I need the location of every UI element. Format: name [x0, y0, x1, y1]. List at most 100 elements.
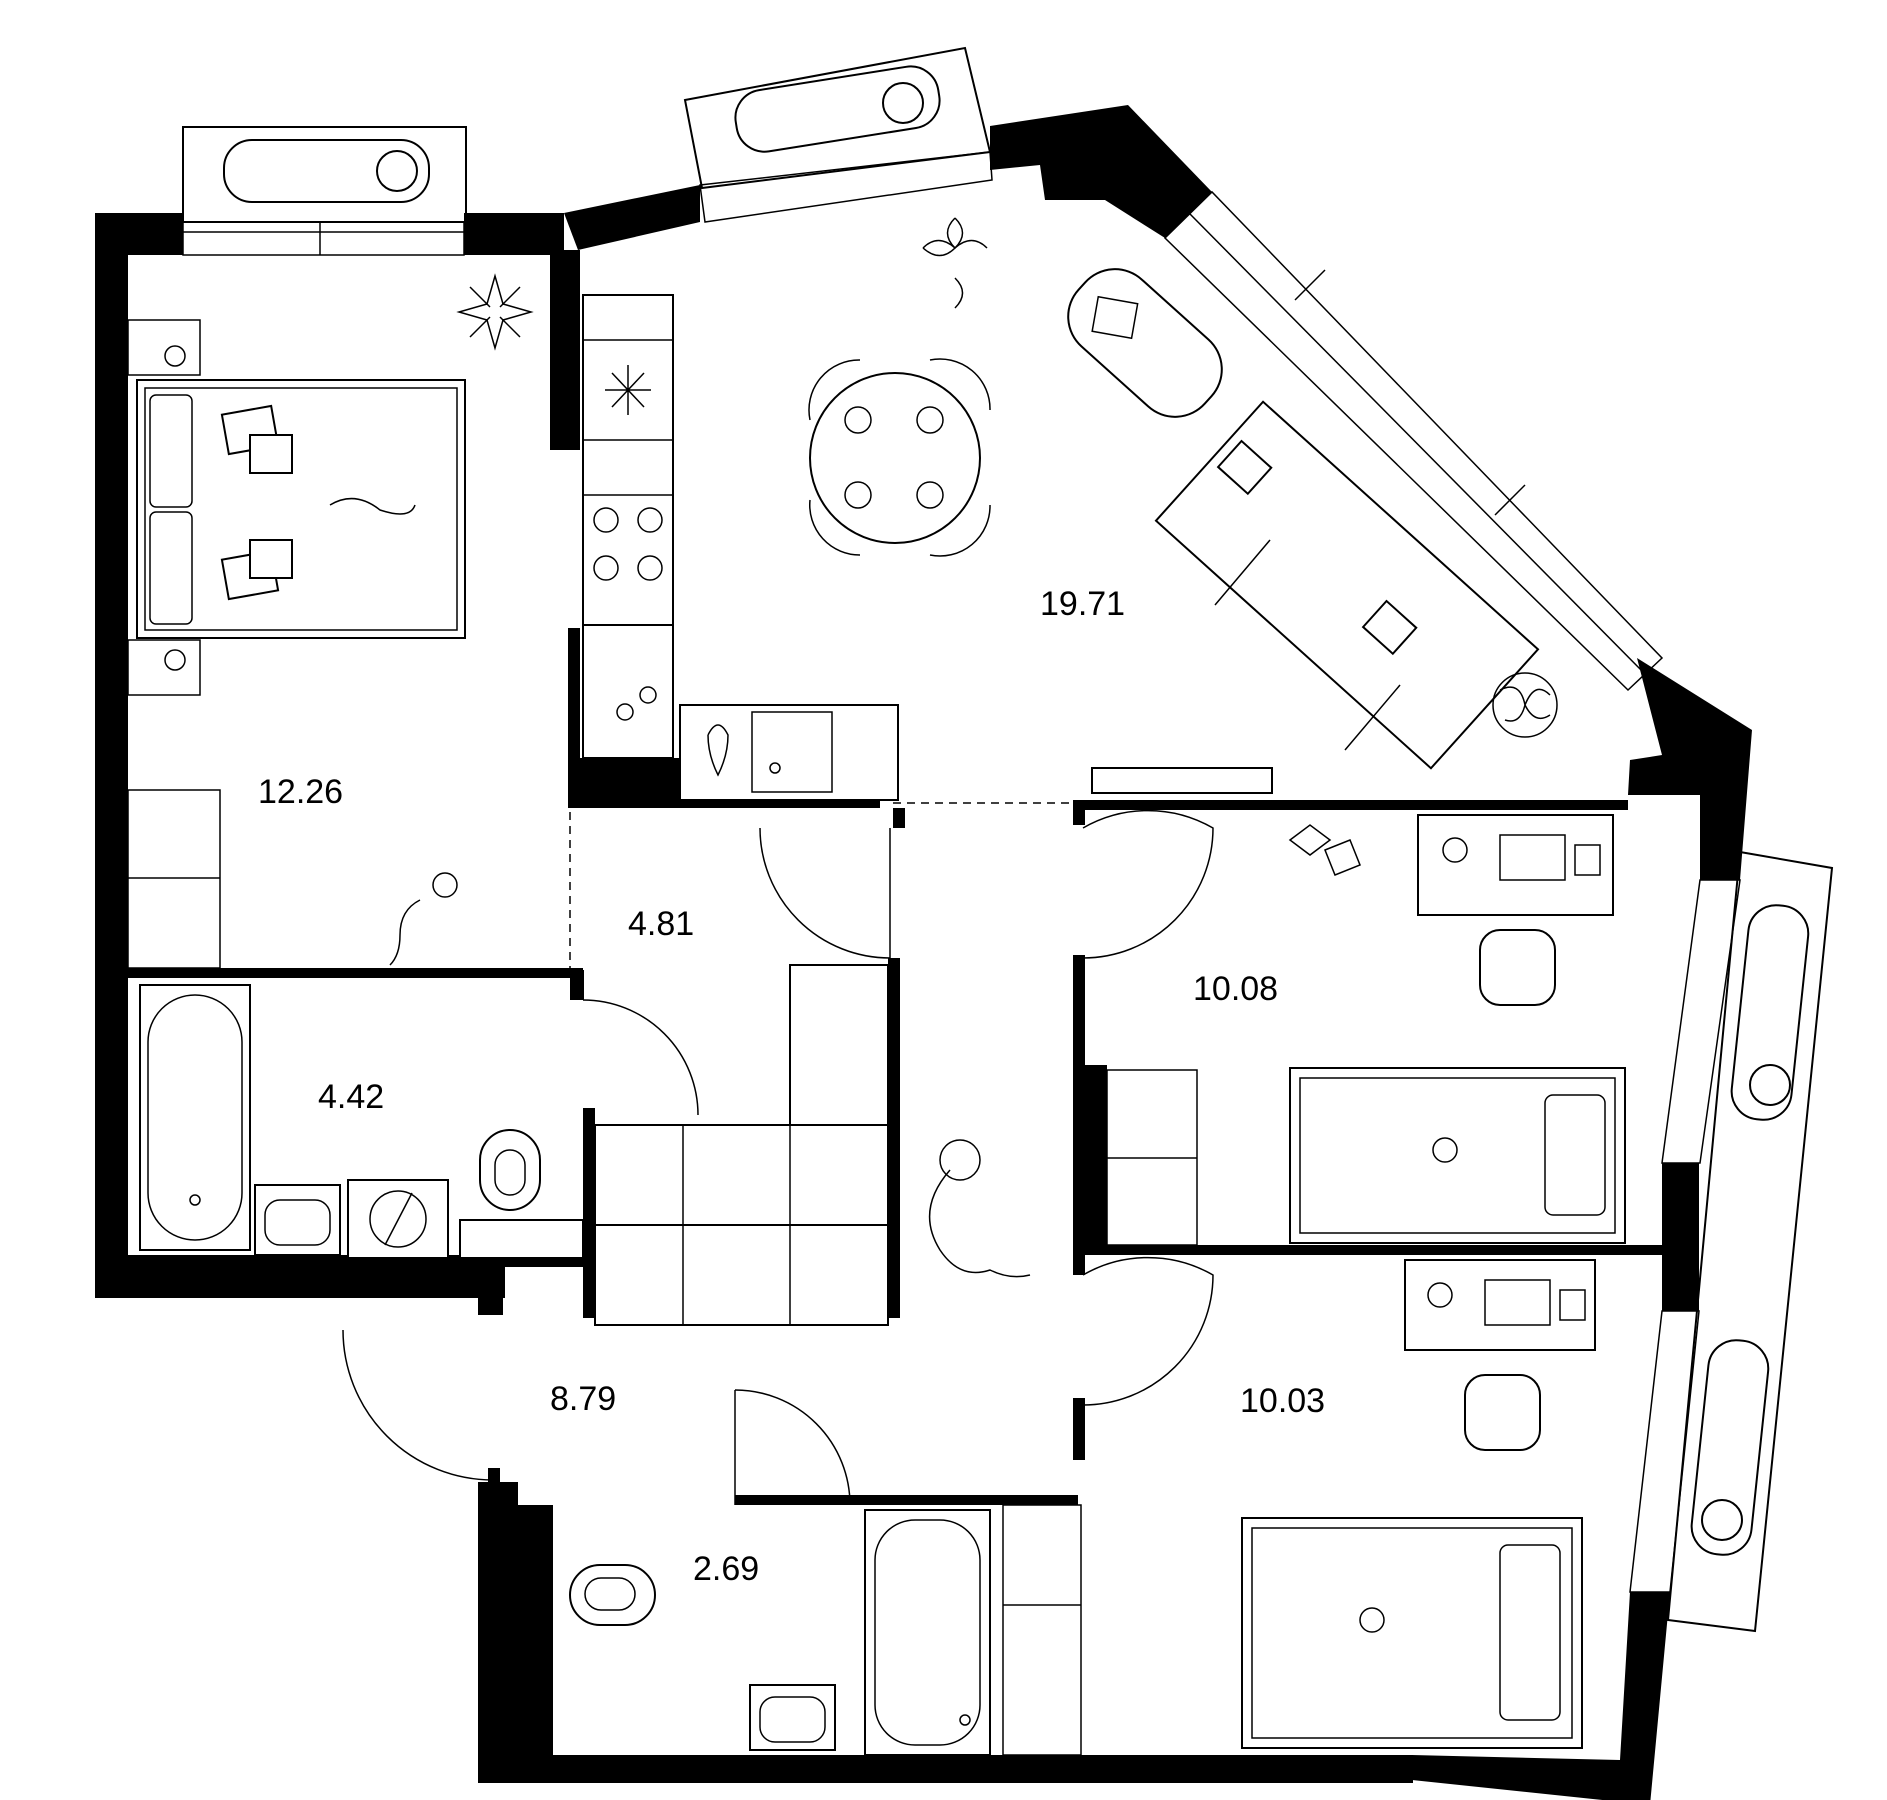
wall-right-mid [1662, 1163, 1699, 1311]
area-label-bathroom: 4.42 [318, 1078, 384, 1116]
wall-bottom-left [95, 1265, 505, 1298]
cabinet [582, 759, 664, 801]
fan-icon [1701, 1499, 1743, 1541]
wall-top-mid [464, 213, 564, 255]
area-label-bedroom-3: 10.03 [1240, 1382, 1325, 1420]
bedroom3-furniture [1241, 1259, 1596, 1749]
double-bed [136, 379, 466, 639]
door-arc-bedroom2 [1082, 809, 1214, 959]
door-arc-corridor [759, 827, 891, 959]
area-label-corridor: 4.81 [628, 905, 694, 943]
plant-icon [922, 217, 988, 309]
wardrobe [1002, 1504, 1082, 1756]
cabinet [459, 1219, 584, 1259]
planter-right-1 [1730, 904, 1810, 1121]
cat-icon [928, 1169, 1031, 1278]
closet-middle [594, 1124, 889, 1226]
bedroom2-furniture [1091, 767, 1626, 1246]
walls [95, 105, 1752, 1800]
cushion [1216, 439, 1273, 496]
shower-tray [864, 1509, 991, 1756]
wall-top-corner [990, 105, 1212, 238]
sink [751, 711, 833, 793]
fridge [582, 339, 674, 441]
balcony-kitchen [683, 46, 992, 190]
chair [1479, 929, 1556, 1006]
fan-icon [376, 150, 418, 192]
window-bedroom3 [1629, 1310, 1700, 1593]
area-label-kitchen-living: 19.71 [1040, 585, 1125, 623]
wall-bath-right [583, 1108, 595, 1318]
window-bedroom2 [1661, 879, 1741, 1164]
bathroom-fixtures [139, 984, 584, 1259]
wall-outer-left [95, 213, 128, 1298]
area-label-bedroom: 12.26 [258, 773, 343, 811]
wall-bed3-door-bottom [1073, 1398, 1085, 1460]
balconies [182, 46, 1834, 1633]
door-arc-entry [342, 1329, 494, 1481]
chair [809, 499, 861, 556]
fan-icon [882, 82, 924, 124]
pillow [1499, 1544, 1561, 1721]
washbasin [254, 1184, 341, 1256]
wall-top-kitchen [564, 185, 700, 250]
wall-bedroom-kitchen [550, 250, 580, 450]
pillow [249, 539, 293, 579]
closet-upper [789, 964, 889, 1126]
cushion [1361, 599, 1418, 656]
pillow [249, 434, 293, 474]
washbasin [749, 1684, 836, 1751]
door-arc-bedroom3 [1082, 1256, 1214, 1406]
wall-entry-door-bottom [488, 1468, 500, 1498]
windows [182, 151, 1741, 1593]
desk [1404, 1259, 1596, 1351]
wall-wc-left [518, 1505, 553, 1755]
doors [342, 809, 1214, 1506]
wall-bath-door-top [570, 970, 584, 1000]
closet [594, 964, 1031, 1326]
dining-table [809, 372, 981, 544]
desk-round [1067, 268, 1223, 418]
dining-set [808, 217, 991, 557]
kitchen-counter-bottom [679, 704, 899, 801]
plant-icon [1492, 672, 1558, 738]
laptop-icon [1484, 1279, 1551, 1326]
sofa [1154, 400, 1540, 770]
wall-bed2-door-top [1073, 800, 1085, 825]
wall-top-left [95, 213, 183, 255]
wall-closet-right [888, 958, 900, 1318]
laptop-icon [1499, 834, 1566, 881]
window-kitchen [699, 151, 993, 223]
notebook-icon [1559, 1289, 1586, 1321]
wall-kitchen-bottom [680, 798, 880, 808]
door-arc-bathroom [582, 999, 699, 1116]
chair [929, 358, 991, 411]
pillow [1544, 1094, 1606, 1216]
papers-icon [1091, 295, 1139, 340]
wall-bed2-left [1073, 955, 1085, 1275]
balcony-right [1666, 850, 1834, 1633]
notebook-icon [1574, 844, 1601, 876]
wall-wc-top [735, 1495, 1078, 1505]
toilet [479, 1129, 541, 1211]
toy-icon [1359, 1607, 1385, 1633]
area-label-bedroom-2: 10.08 [1193, 970, 1278, 1008]
tap-icon [707, 724, 729, 777]
radiator [1091, 767, 1273, 794]
wall-bed2-left-thick [1085, 1065, 1107, 1245]
nightstand [127, 319, 201, 376]
bathtub [139, 984, 251, 1251]
area-labels: 12.26 19.71 4.81 4.42 10.08 8.79 10.03 2… [258, 585, 1325, 1588]
area-label-wc: 2.69 [693, 1550, 759, 1588]
toilet [569, 1564, 656, 1626]
kitchen-counter-left [582, 294, 674, 629]
fan-icon [1749, 1064, 1791, 1106]
bedroom-furniture [127, 273, 534, 969]
planter-kitchen [734, 65, 941, 153]
toy-icon [1432, 1137, 1458, 1163]
wall-bottom-left-2 [478, 1482, 518, 1782]
cat-icon [389, 899, 421, 966]
wall-right-bottom [1412, 1592, 1670, 1800]
planter-right-2 [1690, 1339, 1770, 1556]
